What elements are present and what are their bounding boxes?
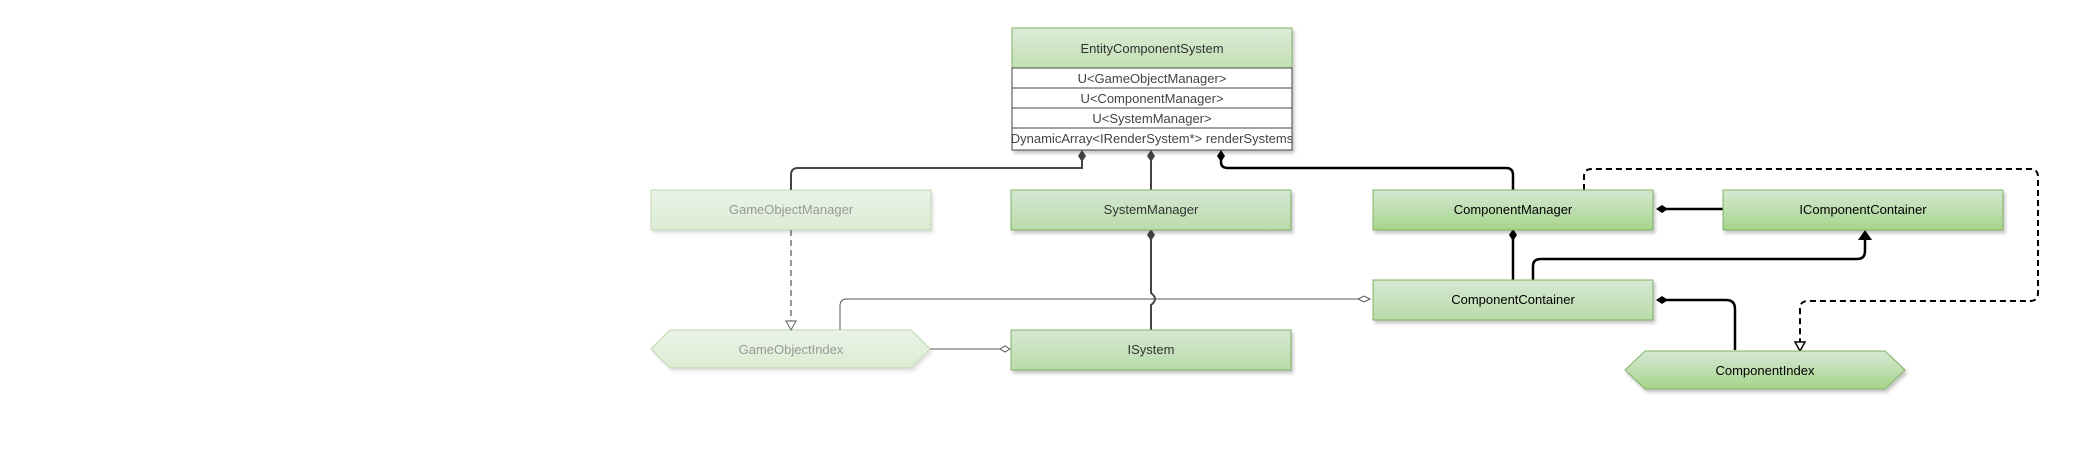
component-container-label: ComponentContainer [1451,292,1575,307]
game-object-index-label: GameObjectIndex [739,342,844,357]
edge-componentindex-componentcontainer [1660,298,1737,350]
diamond-componentmanager [1656,205,1668,213]
diamond-gameobjectmanager [1078,150,1086,162]
diamond-gameobjectindex-isystem [999,345,1011,353]
diamond-componentindex [1656,296,1668,304]
ecs-field-componentmanager: U<ComponentManager> [1080,91,1223,106]
edge-systemmanager-isystem [1150,230,1156,330]
ecs-field-gameobjectmanager: U<GameObjectManager> [1078,71,1227,86]
system-manager-node[interactable] [1010,189,1292,231]
system-manager-label: SystemManager [1104,202,1199,217]
edge-ecs-gameobjectmanager [790,152,1083,190]
edge-dashed-componentindex [1583,168,2039,344]
diamond-isystem [1147,229,1155,241]
diamond-componentcontainer-top [1509,229,1517,241]
component-manager-node[interactable] [1372,189,1654,231]
game-object-manager-label: GameObjectManager [729,202,854,217]
i-component-container-label: IComponentContainer [1799,202,1927,217]
ecs-field-rendersystems: DynamicArray<IRenderSystem*> renderSyste… [1011,131,1294,146]
arrow-icomponentcontainer [1858,230,1872,240]
diamond-componentmanager-ecs [1217,150,1225,162]
entity-component-system-class[interactable] [1011,27,1293,151]
edges [784,150,2039,353]
diamond-componentcontainer [1356,295,1372,303]
arrow-componentindex [1793,341,1807,353]
component-manager-label: ComponentManager [1454,202,1573,217]
component-container-node[interactable] [1372,279,1654,321]
diamond-systemmanager [1147,150,1155,162]
component-index-label: ComponentIndex [1715,363,1815,378]
ecs-field-systemmanager: U<SystemManager> [1092,111,1211,126]
arrow-gameobjectindex [784,320,798,332]
i-component-container-node[interactable] [1722,189,2004,231]
edge-ecs-componentmanager [1219,152,1515,190]
edge-componentcontainer-gameobjectindex [839,298,1368,330]
i-system-label: ISystem [1128,342,1175,357]
game-object-manager-node[interactable] [650,189,932,231]
game-object-index-node[interactable] [650,329,931,369]
edge-componentcontainer-icomponentcontainer [1531,238,1867,280]
ecs-title: EntityComponentSystem [1080,41,1223,56]
i-system-node[interactable] [1010,329,1292,371]
component-index-node[interactable] [1624,350,1906,390]
